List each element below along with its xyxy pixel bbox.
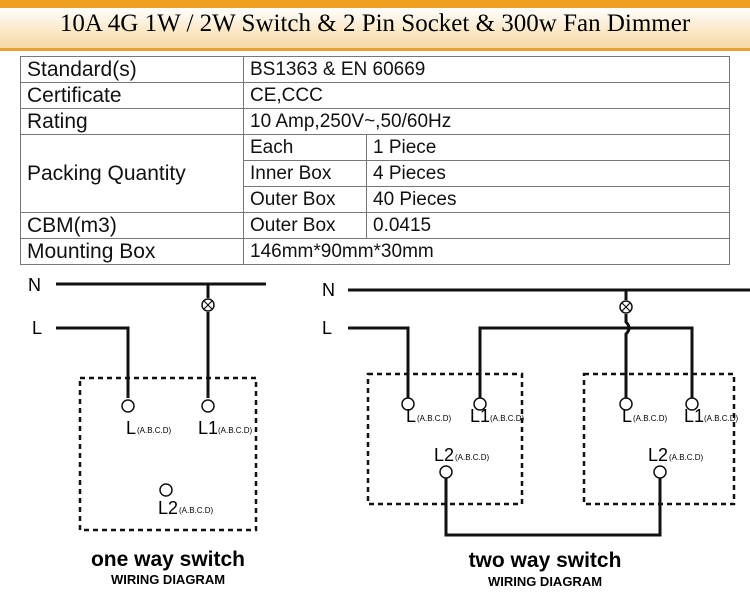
packing-unit: Inner Box <box>243 160 367 187</box>
terminal-l-sub: (A.B.C.D) <box>633 414 668 423</box>
two-way-switch-box-1 <box>366 372 524 506</box>
spec-row-mounting: Mounting Box 146mm*90mm*30mm <box>20 238 730 265</box>
packing-unit: Outer Box <box>243 186 367 213</box>
neutral-label: N <box>28 275 41 295</box>
terminal-l2-label: L2 <box>434 445 454 465</box>
live-wire <box>56 326 130 398</box>
spec-label: Standard(s) <box>20 56 244 83</box>
spec-row-rating: Rating 10 Amp,250V~,50/60Hz <box>20 108 730 135</box>
cbm-unit: Outer Box <box>243 212 367 239</box>
terminal-l1-label: L1 <box>684 406 704 426</box>
spec-row-certificate: Certificate CE,CCC <box>20 82 730 109</box>
spec-value: 10 Amp,250V~,50/60Hz <box>243 108 730 135</box>
terminal-l-sub: (A.B.C.D) <box>417 414 452 423</box>
spec-value: 146mm*90mm*30mm <box>243 238 730 265</box>
spec-table: Standard(s) BS1363 & EN 60669 Certificat… <box>20 56 730 265</box>
l2-link-wire <box>444 470 662 537</box>
terminal-l2-sub: (A.B.C.D) <box>669 453 704 462</box>
spec-row-packing: Packing Quantity Each 1 Piece <box>20 134 730 213</box>
spec-label: Packing Quantity <box>20 134 244 213</box>
spec-value: BS1363 & EN 60669 <box>243 56 730 83</box>
spec-value: CE,CCC <box>243 82 730 109</box>
two-way-subtitle: WIRING DIAGRAM <box>488 574 602 589</box>
terminal-l2-label: L2 <box>158 498 178 518</box>
packing-qty: 40 Pieces <box>366 186 730 213</box>
title-bar <box>0 8 750 48</box>
traveller-wire <box>478 326 694 398</box>
lamp-icon <box>619 300 633 314</box>
terminal-l2 <box>439 465 453 479</box>
terminal-l-sub: (A.B.C.D) <box>137 426 172 435</box>
terminal-l1-sub: (A.B.C.D) <box>704 414 739 423</box>
terminal-l1 <box>473 397 487 411</box>
terminal-l-label: L <box>406 406 416 426</box>
live-label: L <box>322 318 332 338</box>
terminal-l2-sub: (A.B.C.D) <box>455 453 490 462</box>
terminal-l2-label: L2 <box>648 445 668 465</box>
terminal-l1-label: L1 <box>470 406 490 426</box>
packing-qty: 1 Piece <box>366 134 730 161</box>
one-way-switch-box <box>78 376 258 532</box>
packing-unit: Each <box>243 134 367 161</box>
terminal-l <box>619 397 633 411</box>
two-way-switch-box-2 <box>582 372 736 506</box>
live-label: L <box>32 318 42 338</box>
wiring-diagrams: N L L (A.B.C.D) L1 (A.B.C.D) L2 (A.B.C.D… <box>28 275 750 589</box>
terminal-l2 <box>159 483 173 497</box>
lamp-wire-bottom <box>624 314 631 398</box>
spec-row-standard: Standard(s) BS1363 & EN 60669 <box>20 56 730 83</box>
one-way-title: one way switch <box>91 548 245 571</box>
packing-qty: 4 Pieces <box>366 160 730 187</box>
terminal-l1 <box>201 399 215 413</box>
terminal-l <box>401 397 415 411</box>
terminal-l <box>121 399 135 413</box>
terminal-l-label: L <box>126 418 136 438</box>
spec-row-packing-inner: Inner Box 4 Pieces <box>21 160 730 187</box>
page-title: 10A 4G 1W / 2W Switch & 2 Pin Socket & 3… <box>59 10 691 37</box>
cbm-value: 0.0415 <box>366 212 730 239</box>
spec-label: CBM(m3) <box>20 212 244 239</box>
spec-label: Certificate <box>20 82 244 109</box>
top-accent-bar <box>0 0 750 8</box>
one-way-wiring <box>56 282 266 398</box>
terminal-l1-sub: (A.B.C.D) <box>218 426 253 435</box>
one-way-subtitle: WIRING DIAGRAM <box>111 572 225 587</box>
live-wire <box>348 326 410 398</box>
two-way-title: two way switch <box>469 549 622 572</box>
terminal-l1 <box>685 397 699 411</box>
terminal-l2 <box>653 465 667 479</box>
terminal-l2-sub: (A.B.C.D) <box>179 506 214 515</box>
terminal-l1-sub: (A.B.C.D) <box>490 414 525 423</box>
spec-row-cbm: CBM(m3) Outer Box 0.0415 <box>20 212 730 239</box>
neutral-label: N <box>322 280 335 300</box>
terminal-l1-label: L1 <box>198 418 218 438</box>
spec-label: Mounting Box <box>20 238 244 265</box>
terminal-l-label: L <box>622 406 632 426</box>
lamp-icon <box>201 298 215 312</box>
title-underline <box>0 48 750 51</box>
spec-label: Rating <box>20 108 244 135</box>
